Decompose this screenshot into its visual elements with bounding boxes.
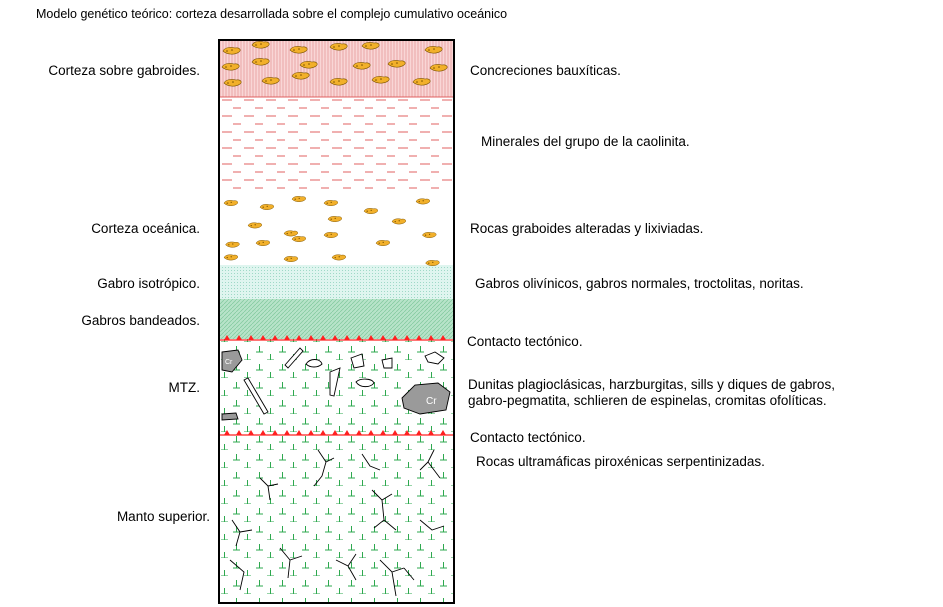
contact-tooth [392, 430, 398, 435]
contact-tooth [284, 430, 290, 435]
chromite-label: Cr [426, 396, 437, 407]
contact-tooth [308, 335, 314, 340]
contact-tooth [344, 335, 350, 340]
contact-tooth [404, 430, 410, 435]
contact-tooth [320, 335, 326, 340]
label-manto-superior: Manto superior. [116, 509, 210, 524]
contact-tooth [320, 430, 326, 435]
label-mtz: MTZ. [168, 380, 201, 395]
layer-gabro-isotropico [219, 265, 454, 299]
contact-tooth [440, 335, 446, 340]
contact-tooth [236, 430, 242, 435]
layer-gabros-bandeados [219, 299, 454, 339]
contact-tooth [392, 335, 398, 340]
label-gabros-olivinicos: Gabros olivínicos, gabros normales, troc… [475, 276, 804, 291]
contact-tooth [380, 430, 386, 435]
label-dunitas-2: gabro-pegmatita, schlieren de espinelas,… [468, 393, 827, 408]
label-rocas-alteradas: Rocas graboides alteradas y lixiviadas. [470, 221, 704, 236]
contact-tooth [260, 335, 266, 340]
label-corteza-oceanica: Corteza oceánica. [91, 221, 200, 236]
contact-tooth [332, 430, 338, 435]
contact-tooth [416, 430, 422, 435]
label-dunitas-1: Dunitas plagioclásicas, harzburgitas, si… [468, 377, 835, 392]
contact-tooth [224, 430, 230, 435]
serpentine-fractures [229, 449, 445, 597]
contact-tooth [260, 430, 266, 435]
chromite-label-small: Cr [225, 359, 233, 366]
contact-tooth [296, 430, 302, 435]
contact-tooth [284, 335, 290, 340]
contact-tooth [428, 430, 434, 435]
contact-tooth [440, 430, 446, 435]
mtz-inclusions [221, 347, 451, 421]
contact-tooth [296, 335, 302, 340]
contact-tooth [248, 335, 254, 340]
contact-tooth [224, 335, 230, 340]
contact-tooth [428, 335, 434, 340]
label-gabros-bandeados: Gabros bandeados. [81, 313, 200, 328]
contact-tooth [368, 430, 374, 435]
contact-tooth [332, 335, 338, 340]
column-outline [218, 39, 455, 604]
contact-tooth [356, 335, 362, 340]
label-caolinita: Minerales del grupo de la caolinita. [481, 134, 690, 149]
diagram-title: Modelo genético teórico: corteza desarro… [36, 7, 508, 21]
contact-teeth-upper [224, 335, 446, 340]
contact-tooth [308, 430, 314, 435]
layer-manto-superior [219, 435, 454, 603]
contact-tooth [380, 335, 386, 340]
label-contacto-2: Contacto tectónico. [470, 430, 586, 445]
contact-tooth [248, 430, 254, 435]
contact-tooth [404, 335, 410, 340]
layer-caolinita [219, 97, 454, 192]
label-gabro-isotropico: Gabro isotrópico. [97, 276, 200, 291]
label-concreciones: Concreciones bauxíticas. [470, 63, 621, 78]
contact-tooth [344, 430, 350, 435]
contact-tooth [416, 335, 422, 340]
contact-tooth [356, 430, 362, 435]
label-contacto-1: Contacto tectónico. [467, 334, 583, 349]
contact-tooth [272, 430, 278, 435]
label-rocas-ultramaficas: Rocas ultramáficas piroxénicas serpentin… [476, 454, 765, 469]
contact-tooth [368, 335, 374, 340]
contact-tooth [236, 335, 242, 340]
contact-teeth-lower [224, 430, 446, 435]
contact-tooth [272, 335, 278, 340]
label-corteza-gabroides: Corteza sobre gabroides. [48, 63, 200, 78]
